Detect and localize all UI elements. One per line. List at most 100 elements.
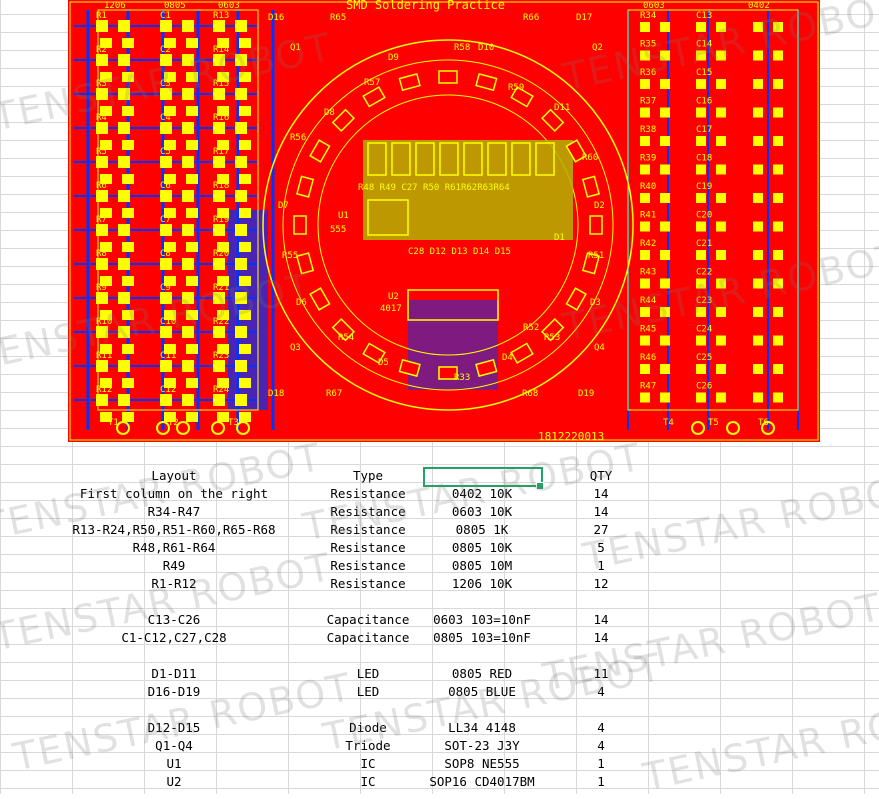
cell-layout[interactable] <box>60 647 288 665</box>
silk-label: R68 <box>522 389 538 399</box>
cell-spec[interactable]: 0805 BLUE <box>448 684 516 699</box>
header-type[interactable]: Type <box>352 468 384 483</box>
pad <box>160 190 172 202</box>
cell-layout[interactable]: D12-D15 <box>147 720 201 735</box>
cell-type[interactable]: Triode <box>345 738 391 753</box>
cell-type[interactable]: Resistance <box>330 576 406 591</box>
header-layout[interactable]: Layout <box>151 468 197 483</box>
cell-layout[interactable]: U2 <box>166 774 182 789</box>
cell-layout[interactable]: R1-R12 <box>151 576 197 591</box>
cell-layout[interactable]: D16-D19 <box>147 684 201 699</box>
cell-type[interactable]: IC <box>360 756 376 771</box>
cell-layout[interactable] <box>60 701 288 719</box>
cell-qty[interactable]: 4 <box>597 738 605 753</box>
silk-label: C3 <box>160 79 171 89</box>
cell-type[interactable]: Capacitance <box>326 612 410 627</box>
chip-outline <box>439 142 459 176</box>
cell-type[interactable]: Resistance <box>330 522 406 537</box>
cell-spec[interactable]: 0805 10K <box>451 540 513 555</box>
cell-qty[interactable]: 11 <box>593 666 609 681</box>
cell-spec[interactable]: 0805 1K <box>455 522 509 537</box>
cell-layout[interactable]: U1 <box>166 756 182 771</box>
cell-spec[interactable]: 0805 RED <box>451 666 513 681</box>
cell-type[interactable]: Diode <box>349 720 387 735</box>
cell-type[interactable] <box>300 593 436 611</box>
cell-layout[interactable]: R49 <box>162 558 186 573</box>
cell-qty[interactable]: 1 <box>597 774 605 789</box>
pad <box>773 193 783 203</box>
cell-spec[interactable] <box>423 647 541 665</box>
cell-layout[interactable]: First column on the right <box>79 486 269 501</box>
silk-label: D16 <box>268 13 284 23</box>
cell-qty[interactable]: 14 <box>593 612 609 627</box>
pad <box>696 50 706 61</box>
cell-spec[interactable]: 0603 10K <box>451 504 513 519</box>
cell-layout[interactable]: C13-C26 <box>147 612 201 627</box>
cell-qty[interactable]: 14 <box>593 486 609 501</box>
cell-spec[interactable]: LL34 4148 <box>448 720 516 735</box>
cell-qty[interactable]: 27 <box>593 522 609 537</box>
cell-layout[interactable] <box>60 593 288 611</box>
cell-type[interactable]: Resistance <box>330 504 406 519</box>
cell-qty[interactable]: 1 <box>597 558 605 573</box>
pad <box>239 208 251 218</box>
cell-type[interactable]: IC <box>360 774 376 789</box>
pad <box>640 250 650 260</box>
pad <box>186 412 198 422</box>
cell-type[interactable] <box>300 647 436 665</box>
pad <box>164 38 176 48</box>
cell-layout[interactable]: R48,R61-R64 <box>132 540 216 555</box>
cell-type[interactable]: LED <box>356 666 380 681</box>
cell-layout[interactable]: R13-R24,R50,R51-R60,R65-R68 <box>72 522 276 537</box>
pad <box>696 79 706 89</box>
board-outline <box>69 1 819 441</box>
pad <box>217 208 229 218</box>
cell-type[interactable]: Resistance <box>330 486 406 501</box>
cell-type[interactable] <box>300 701 436 719</box>
cell-layout[interactable]: D1-D11 <box>151 666 197 681</box>
pad <box>100 208 112 218</box>
cell-spec[interactable]: SOT-23 J3Y <box>444 738 520 753</box>
cell-spec[interactable]: SOP8 NE555 <box>444 756 520 771</box>
silk-label: R13 <box>213 11 229 21</box>
pad <box>696 364 706 374</box>
cell-qty[interactable]: 1 <box>597 756 605 771</box>
cell-qty[interactable]: 4 <box>597 720 605 735</box>
cell-spec[interactable] <box>423 593 541 611</box>
cell-qty[interactable]: 5 <box>597 540 605 555</box>
silk-label: R17 <box>213 147 229 157</box>
cell-qty[interactable]: 14 <box>593 630 609 645</box>
cell-layout[interactable]: C1-C12,C27,C28 <box>121 630 227 645</box>
cell-spec[interactable]: SOP16 CD4017BM <box>429 774 535 789</box>
cell-type[interactable]: LED <box>356 684 380 699</box>
cell-qty[interactable] <box>558 647 644 665</box>
header-qty[interactable]: QTY <box>589 468 613 483</box>
table-row: C1-C12,C27,C28 Capacitance 0805 103=10nF 14 <box>0 629 879 647</box>
cell-qty[interactable]: 4 <box>597 684 605 699</box>
cell-type[interactable]: Resistance <box>330 540 406 555</box>
silk-label: R2 <box>96 45 107 55</box>
cell-spec[interactable]: 0805 103=10nF <box>433 630 531 645</box>
selected-cell[interactable] <box>423 467 543 487</box>
cell-spec[interactable]: 0402 10K <box>451 486 513 501</box>
chip-array <box>363 140 573 240</box>
cell-spec[interactable]: 1206 10K <box>451 576 513 591</box>
cell-spec[interactable]: 0805 10M <box>451 558 513 573</box>
cell-qty[interactable]: 12 <box>593 576 609 591</box>
cell-qty[interactable] <box>558 593 644 611</box>
table-row: R48,R61-R64 Resistance 0805 10K 5 <box>0 539 879 557</box>
cell-layout[interactable]: Q1-Q4 <box>155 738 193 753</box>
cell-qty[interactable] <box>558 701 644 719</box>
cell-spec[interactable] <box>423 701 541 719</box>
cell-layout[interactable]: R34-R47 <box>147 504 201 519</box>
cell-type[interactable]: Capacitance <box>326 630 410 645</box>
pad <box>235 190 247 202</box>
cell-type[interactable]: Resistance <box>330 558 406 573</box>
fill-handle[interactable] <box>536 482 544 490</box>
silk-label: R55 <box>282 251 298 261</box>
pad <box>716 22 726 32</box>
cell-qty[interactable]: 14 <box>593 504 609 519</box>
chip-outline <box>415 142 435 176</box>
silk-label: D7 <box>278 201 289 211</box>
cell-spec[interactable]: 0603 103=10nF <box>433 612 531 627</box>
